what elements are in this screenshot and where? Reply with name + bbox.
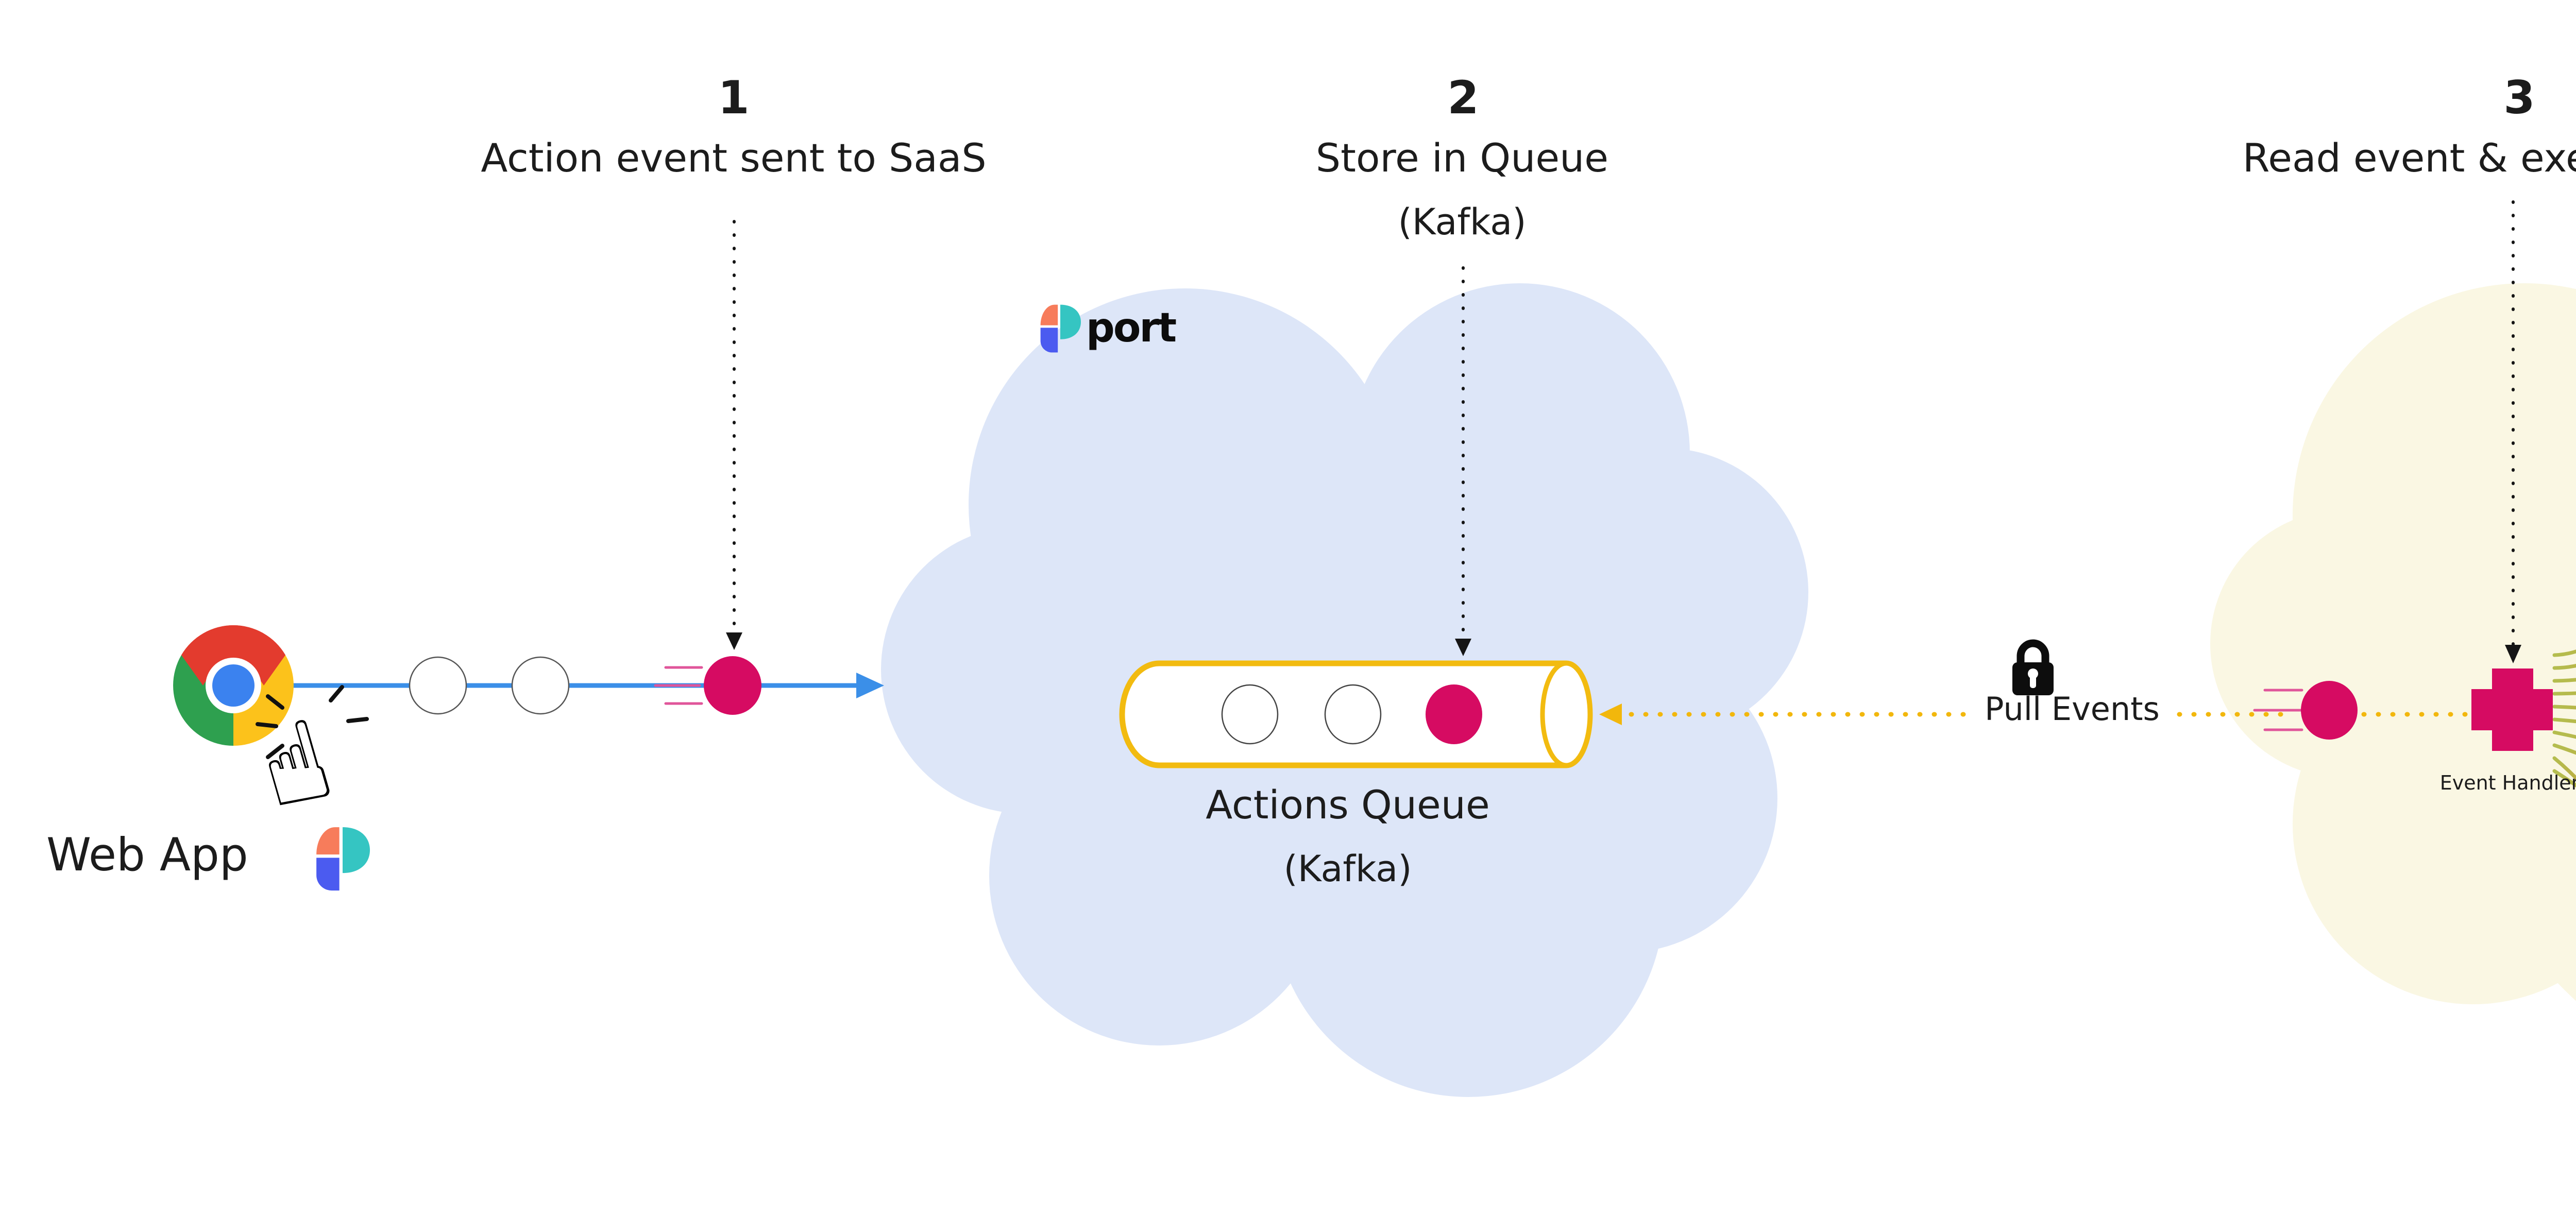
actions-queue-title: Actions Queue xyxy=(1206,782,1490,828)
flow-arrowhead xyxy=(856,673,884,698)
port-wordmark: port xyxy=(1086,305,1177,351)
step-arrows xyxy=(726,200,2521,663)
step-3-label: Read event & execute runner xyxy=(2242,135,2576,181)
event-dot xyxy=(704,656,761,715)
pulled-event-dot-group xyxy=(2253,681,2358,740)
event-slot-circle xyxy=(409,656,467,715)
event-flow-line xyxy=(292,656,884,715)
runner-connection-curves xyxy=(2552,649,2576,788)
pink-cross-icon xyxy=(2471,669,2553,751)
web-app-label: Web App xyxy=(46,828,248,881)
step-2-number: 2 xyxy=(1447,71,1479,124)
pull-arrowhead xyxy=(1599,704,1622,725)
step-2-sublabel: (Kafka) xyxy=(1398,201,1527,243)
actions-queue-sub: (Kafka) xyxy=(1283,848,1412,890)
event-dot-speed-lines xyxy=(654,666,703,705)
pull-events-label: Pull Events xyxy=(1985,690,2160,728)
pulled-event-dot xyxy=(2301,681,2358,740)
lock-icon xyxy=(2012,639,2054,695)
click-strokes xyxy=(256,685,369,759)
step-3-number: 3 xyxy=(2503,71,2535,124)
step-2-label: Store in Queue xyxy=(1315,135,1609,181)
kafka-cylinder xyxy=(1119,660,1593,768)
port-logo-icon-small xyxy=(316,827,370,891)
event-slot-circle xyxy=(511,656,570,715)
pulled-dot-speed-lines xyxy=(2253,689,2309,731)
chrome-icon xyxy=(173,625,294,746)
queue-slot-circle xyxy=(1324,684,1382,745)
step-1-label: Action event sent to SaaS xyxy=(481,135,987,181)
pull-events-line xyxy=(1599,704,2470,725)
queue-slot-circle xyxy=(1221,684,1279,745)
port-logo-icon xyxy=(1040,304,1081,353)
event-handler-label: Event Handler xyxy=(2439,772,2576,794)
step-1-number: 1 xyxy=(718,71,750,124)
queued-event-dot xyxy=(1426,684,1482,744)
